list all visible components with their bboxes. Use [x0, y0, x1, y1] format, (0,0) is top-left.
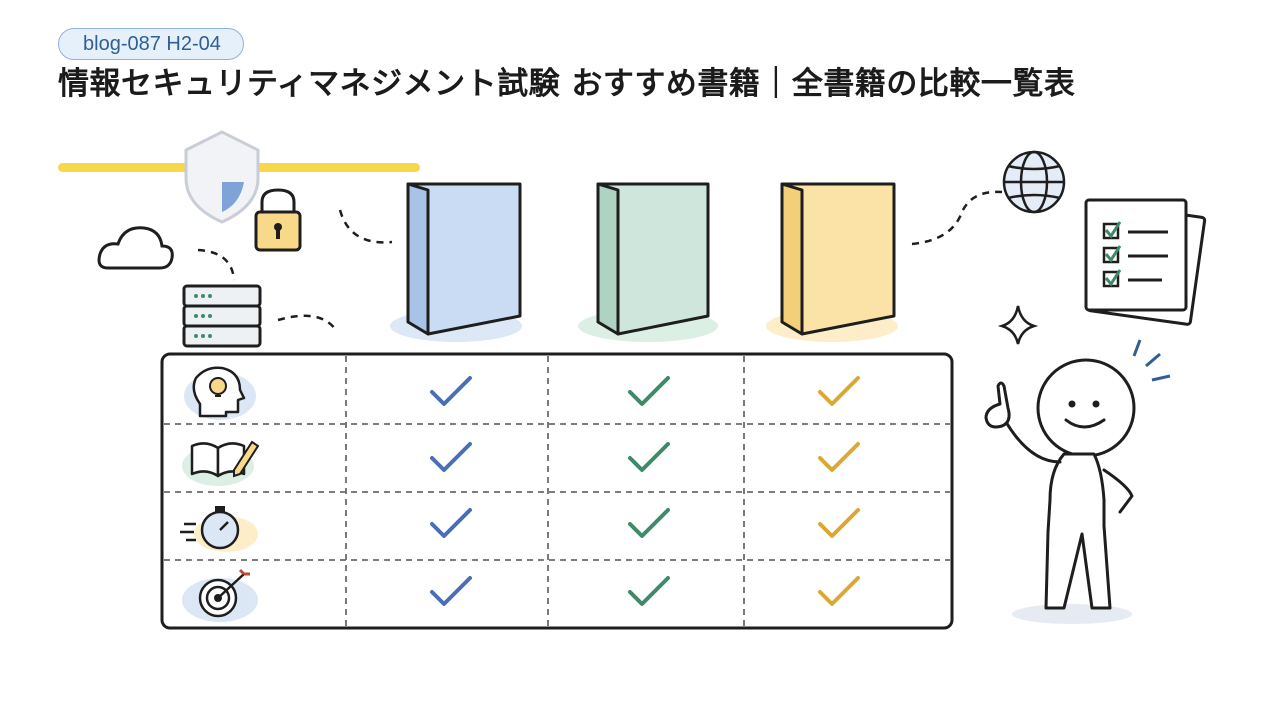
- globe-icon: [1002, 150, 1066, 214]
- check-mark: [628, 576, 670, 606]
- page-title: 情報セキュリティマネジメント試験 おすすめ書籍｜全書籍の比較一覧表: [58, 66, 1076, 102]
- post-tag: blog-087 H2-04: [58, 28, 244, 60]
- check-mark: [818, 508, 860, 538]
- emphasis-lines: [1132, 339, 1171, 382]
- check-mark: [818, 442, 860, 472]
- check-mark: [430, 442, 472, 472]
- open-book-pencil-icon: [182, 440, 260, 486]
- sparkle-icon: [997, 305, 1039, 345]
- shield-icon: [184, 130, 260, 224]
- check-mark: [430, 508, 472, 538]
- book-green: [578, 182, 718, 342]
- stick-figure-pointing: [984, 358, 1136, 624]
- check-mark: [430, 576, 472, 606]
- check-mark: [430, 376, 472, 406]
- book-blue: [390, 182, 522, 342]
- check-mark: [628, 442, 670, 472]
- lightbulb-head-icon: [184, 366, 256, 420]
- stopwatch-icon: [180, 506, 258, 552]
- cloud-icon: [97, 226, 174, 270]
- checklist-icon: [1084, 198, 1207, 326]
- target-icon: [182, 568, 258, 622]
- comparison-table: [160, 352, 954, 630]
- dashed-connectors: [197, 190, 1003, 331]
- check-mark: [818, 376, 860, 406]
- server-icon: [182, 284, 262, 348]
- padlock-icon: [254, 188, 302, 252]
- check-mark: [818, 576, 860, 606]
- check-mark: [628, 376, 670, 406]
- book-yellow: [766, 182, 898, 342]
- check-mark: [628, 508, 670, 538]
